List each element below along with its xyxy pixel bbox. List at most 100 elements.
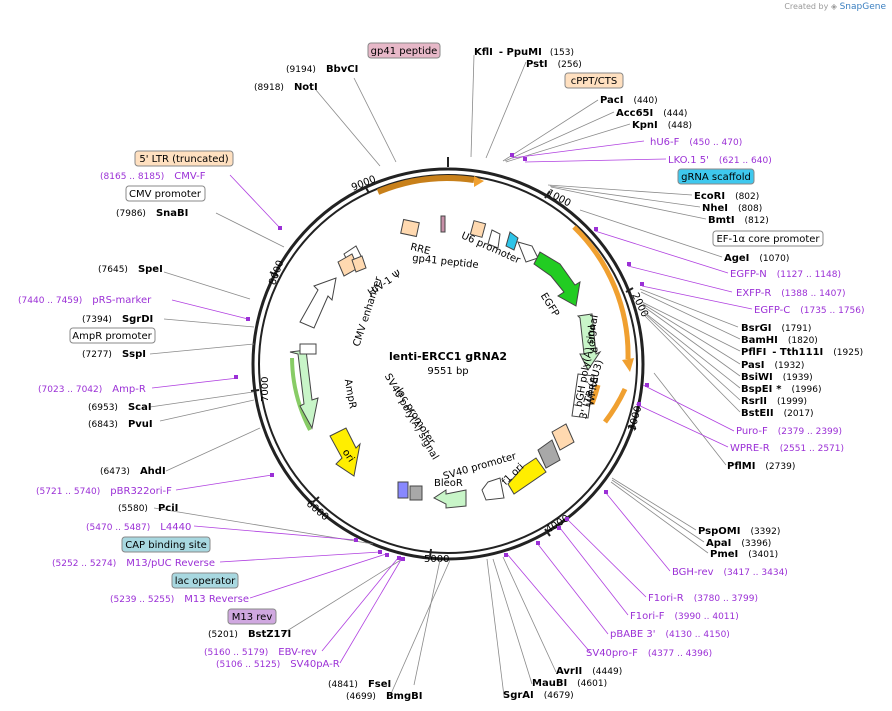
credit-prefix: Created by: [784, 2, 829, 11]
enzyme-label: PstI(256): [526, 59, 582, 70]
primer-label: EGFP-C(1735 .. 1756): [754, 305, 865, 316]
box-label: cPPT/CTS: [571, 76, 617, 87]
sv40-promoter-feature: [481, 477, 505, 501]
tick-label: 6000: [304, 499, 331, 524]
enzyme-labels-right: KflI- PpuMI(153) PstI(256) PacI(440) Acc…: [474, 47, 863, 701]
enzyme-label: NheI(808): [702, 203, 762, 214]
primer-label: hU6-F(450 .. 470): [650, 137, 742, 148]
box-ef1a: EF-1α core promoter: [712, 230, 824, 247]
box-cppt: cPPT/CTS: [564, 72, 624, 89]
sv40-pa-feature: [409, 485, 423, 501]
primer-labels-right: hU6-F(450 .. 470) LKO.1 5'(621 .. 640) E…: [586, 137, 865, 659]
tick-label: 7000: [260, 377, 271, 402]
primer-label: WPRE-R(2551 .. 2571): [730, 443, 844, 454]
box-label: gp41 peptide: [371, 46, 438, 57]
ef1a-feature: [517, 241, 539, 263]
snapgene-logo-icon: ◈: [830, 2, 838, 11]
primer-label: (8165 .. 8185)CMV-F: [100, 171, 206, 182]
box-ampr-promoter: AmpR promoter: [69, 327, 156, 344]
enzyme-label: (4699)BmgBI: [346, 691, 422, 702]
credit-brand: SnapGene: [839, 2, 886, 12]
enzyme-label: AgeI(1070): [724, 253, 789, 264]
enzyme-label: BstEII(2017): [741, 408, 814, 419]
enzyme-labels-left: (9194)BbvCI (8918)NotI (7986)SnaBI (7645…: [82, 64, 422, 702]
primer-label: (5106 .. 5125)SV40pA-R: [216, 659, 340, 670]
inner-feature-shapes: [289, 215, 602, 509]
enzyme-label: ApaI(3396): [706, 538, 771, 549]
primer-label: F1ori-R(3780 .. 3799): [648, 593, 758, 604]
box-cmv-promoter: CMV promoter: [125, 185, 206, 202]
primer-label: pBABE 3'(4130 .. 4150): [610, 629, 730, 640]
snapgene-credit: Created by ◈ SnapGene: [784, 2, 886, 12]
box-m13-rev: M13 rev: [227, 608, 277, 625]
box-label: gRNA scaffold: [681, 172, 751, 183]
primer-label: (5721 .. 5740)pBR322ori-F: [36, 486, 172, 497]
tick-marks: [250, 157, 637, 558]
ampr-promoter-feature: [299, 343, 317, 355]
enzyme-label: (8918)NotI: [254, 82, 318, 93]
enzyme-label: PflMI(2739): [727, 461, 795, 472]
primer-markers: [234, 153, 649, 561]
primer-label: BGH-rev(3417 .. 3434): [672, 567, 788, 578]
tick-label: 3000: [627, 405, 644, 432]
enzyme-label: BamHI(1820): [741, 335, 818, 346]
outer-arrowheads: [474, 176, 634, 372]
feature-label-cmv-enhancer: CMV enhancer: [352, 275, 385, 348]
box-label: M13 rev: [232, 612, 273, 623]
enzyme-label: EcoRI(802): [694, 191, 759, 202]
primer-label: (5252 .. 5274)M13/pUC Reverse: [52, 558, 215, 569]
outer-feature-arrows: [376, 175, 631, 424]
leader-lines-primers: [151, 140, 753, 664]
cmv-enhancer-feature: [299, 277, 337, 329]
box-cap-binding: CAP binding site: [121, 536, 211, 553]
leader-lines-enzymes: [149, 54, 741, 697]
cppt-feature: [469, 220, 487, 238]
enzyme-label: (7394)SgrDI: [82, 314, 153, 325]
box-gp41-peptide: gp41 peptide: [367, 42, 441, 59]
primer-label: Puro-F(2379 .. 2399): [736, 426, 842, 437]
backbone-outer-circle: [251, 167, 645, 561]
enzyme-label: (6843)PvuI: [88, 419, 153, 430]
ori-feature: [329, 427, 361, 477]
primer-labels-left: (8165 .. 8185)CMV-F (7440 .. 7459)pRS-ma…: [18, 171, 340, 670]
enzyme-label: SgrAI(4679): [503, 690, 574, 701]
boxed-feature-labels: gp41 peptide cPPT/CTS gRNA scaffold EF-1…: [69, 42, 824, 625]
enzyme-label: BsrGI(1791): [741, 323, 811, 334]
box-label: CMV promoter: [129, 189, 202, 200]
feature-label-ampr: AmpR: [342, 378, 358, 409]
feature-label-rre: RRE: [409, 242, 431, 258]
egfp-feature: [533, 251, 581, 307]
primer-label: (7440 .. 7459)pRS-marker: [18, 295, 152, 306]
tick-label: 1000: [545, 188, 573, 210]
box-lac-operator: lac operator: [171, 572, 239, 589]
enzyme-label: (7986)SnaBI: [116, 208, 188, 219]
primer-label: LKO.1 5'(621 .. 640): [668, 155, 772, 166]
feature-label-egfp: EGFP: [538, 291, 561, 319]
box-label: EF-1α core promoter: [716, 234, 820, 245]
feature-label-lac-promoter: lac promoter: [394, 387, 438, 448]
enzyme-label: BmtI(812): [708, 215, 769, 226]
box-label: CAP binding site: [125, 540, 207, 551]
primer-label: EXFP-R(1388 .. 1407): [736, 288, 846, 299]
primer-label: (5160 .. 5179)EBV-rev: [204, 647, 317, 658]
wpre-feature: [571, 373, 595, 419]
bgh-feature: [537, 439, 561, 469]
enzyme-label: PspOMI(3392): [698, 526, 780, 537]
enzyme-label: MauBI(4601): [532, 678, 607, 689]
lac-feature: [397, 481, 409, 499]
enzyme-label: (9194)BbvCI: [286, 64, 358, 75]
enzyme-label: PacI(440): [600, 95, 658, 106]
plasmid-size: 9551 bp: [427, 366, 468, 377]
feature-label-gp41: gp41 peptide: [412, 253, 479, 271]
ltr3-feature: [551, 423, 575, 451]
enzyme-label: PflFI- Tth111I(1925): [741, 347, 863, 358]
enzyme-label: Acc65I(444): [616, 108, 687, 119]
gp41-feature: [440, 215, 446, 233]
feature-label-puror: PuroR: [585, 324, 599, 354]
tick-label: 2000: [629, 291, 650, 319]
feature-label-wpre: WPRE: [585, 376, 601, 407]
enzyme-label: AvrII(4449): [556, 666, 622, 677]
primer-label: EGFP-N(1127 .. 1148): [730, 269, 841, 280]
enzyme-label: (7277)SspI: [82, 349, 146, 360]
bleor-feature: [433, 489, 467, 509]
